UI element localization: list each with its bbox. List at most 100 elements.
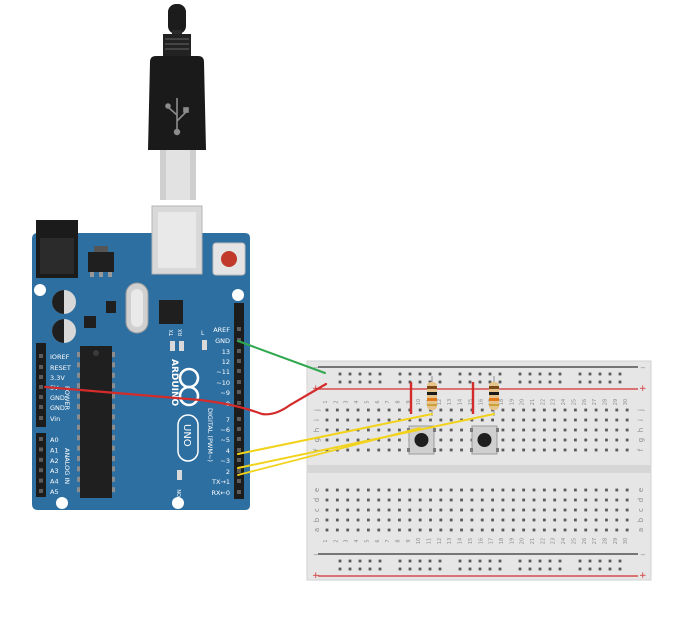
breadboard-hole[interactable]	[553, 498, 557, 502]
breadboard-hole[interactable]	[553, 508, 557, 512]
breadboard-hole[interactable]	[439, 498, 443, 502]
breadboard-hole[interactable]	[335, 408, 339, 412]
breadboard-hole[interactable]	[522, 448, 526, 452]
breadboard-hole[interactable]	[387, 508, 391, 512]
breadboard-hole[interactable]	[458, 559, 462, 563]
breadboard-hole[interactable]	[501, 498, 505, 502]
breadboard-hole[interactable]	[367, 448, 370, 452]
breadboard-hole[interactable]	[377, 438, 381, 442]
breadboard-hole[interactable]	[491, 408, 494, 412]
breadboard-hole[interactable]	[618, 380, 622, 384]
digital-pin[interactable]	[237, 338, 241, 342]
breadboard-hole[interactable]	[522, 418, 526, 422]
breadboard-hole[interactable]	[511, 408, 515, 412]
breadboard-hole[interactable]	[387, 408, 391, 412]
power-pin[interactable]	[39, 375, 43, 379]
breadboard-hole[interactable]	[615, 428, 619, 432]
breadboard-hole[interactable]	[428, 372, 432, 376]
breadboard-hole[interactable]	[460, 428, 463, 432]
breadboard-hole[interactable]	[498, 372, 502, 376]
breadboard-hole[interactable]	[501, 488, 505, 492]
breadboard-hole[interactable]	[449, 498, 453, 502]
breadboard-hole[interactable]	[439, 428, 443, 432]
breadboard-hole[interactable]	[358, 559, 362, 563]
breadboard-hole[interactable]	[584, 508, 588, 512]
breadboard-hole[interactable]	[542, 438, 546, 442]
breadboard-hole[interactable]	[488, 567, 492, 571]
breadboard-hole[interactable]	[478, 372, 482, 376]
breadboard-hole[interactable]	[528, 372, 532, 376]
breadboard-hole[interactable]	[618, 372, 622, 376]
breadboard-hole[interactable]	[458, 372, 462, 376]
breadboard-hole[interactable]	[574, 508, 577, 512]
breadboard-hole[interactable]	[338, 372, 342, 376]
breadboard-hole[interactable]	[574, 448, 577, 452]
breadboard-hole[interactable]	[548, 372, 552, 376]
breadboard-hole[interactable]	[325, 438, 329, 442]
breadboard-hole[interactable]	[528, 380, 532, 384]
breadboard-hole[interactable]	[346, 518, 350, 522]
breadboard-hole[interactable]	[584, 438, 588, 442]
breadboard-hole[interactable]	[335, 438, 339, 442]
breadboard-hole[interactable]	[470, 488, 474, 492]
breadboard-hole[interactable]	[615, 518, 619, 522]
breadboard-hole[interactable]	[460, 528, 463, 532]
breadboard-hole[interactable]	[377, 418, 381, 422]
breadboard-hole[interactable]	[346, 508, 350, 512]
breadboard-hole[interactable]	[491, 528, 494, 532]
breadboard-hole[interactable]	[598, 380, 602, 384]
breadboard-hole[interactable]	[438, 380, 442, 384]
breadboard-hole[interactable]	[605, 408, 608, 412]
breadboard-hole[interactable]	[553, 438, 557, 442]
breadboard-hole[interactable]	[563, 518, 567, 522]
breadboard-hole[interactable]	[325, 498, 329, 502]
digital-pin[interactable]	[237, 437, 241, 441]
breadboard-hole[interactable]	[398, 448, 401, 452]
breadboard-hole[interactable]	[325, 518, 329, 522]
breadboard-hole[interactable]	[346, 448, 350, 452]
breadboard-hole[interactable]	[439, 408, 443, 412]
breadboard-hole[interactable]	[522, 518, 526, 522]
breadboard-hole[interactable]	[563, 418, 567, 422]
breadboard-hole[interactable]	[449, 528, 453, 532]
breadboard-hole[interactable]	[538, 380, 542, 384]
breadboard-hole[interactable]	[501, 438, 505, 442]
breadboard-hole[interactable]	[335, 518, 339, 522]
breadboard-hole[interactable]	[429, 508, 432, 512]
breadboard-hole[interactable]	[387, 428, 391, 432]
breadboard-hole[interactable]	[398, 508, 401, 512]
breadboard-hole[interactable]	[511, 498, 515, 502]
breadboard-hole[interactable]	[325, 428, 329, 432]
breadboard-hole[interactable]	[460, 488, 463, 492]
breadboard-hole[interactable]	[438, 372, 442, 376]
breadboard-hole[interactable]	[338, 567, 342, 571]
breadboard-hole[interactable]	[605, 498, 608, 502]
breadboard-hole[interactable]	[615, 498, 619, 502]
breadboard-hole[interactable]	[408, 518, 412, 522]
breadboard-hole[interactable]	[532, 428, 536, 432]
breadboard-hole[interactable]	[470, 528, 474, 532]
breadboard-hole[interactable]	[574, 418, 577, 422]
breadboard-hole[interactable]	[615, 438, 619, 442]
breadboard-hole[interactable]	[377, 408, 381, 412]
breadboard-hole[interactable]	[377, 528, 381, 532]
breadboard-hole[interactable]	[398, 518, 401, 522]
breadboard-hole[interactable]	[522, 498, 526, 502]
breadboard-hole[interactable]	[548, 567, 552, 571]
breadboard-hole[interactable]	[480, 408, 484, 412]
breadboard-hole[interactable]	[511, 528, 515, 532]
breadboard-hole[interactable]	[346, 408, 350, 412]
breadboard-hole[interactable]	[542, 428, 546, 432]
breadboard-hole[interactable]	[618, 567, 622, 571]
breadboard-hole[interactable]	[356, 498, 360, 502]
breadboard-hole[interactable]	[532, 528, 536, 532]
breadboard-hole[interactable]	[335, 428, 339, 432]
breadboard-hole[interactable]	[480, 418, 484, 422]
breadboard-hole[interactable]	[574, 408, 577, 412]
breadboard-hole[interactable]	[553, 428, 557, 432]
breadboard-hole[interactable]	[408, 488, 412, 492]
resistor[interactable]	[427, 376, 437, 416]
breadboard-hole[interactable]	[542, 528, 546, 532]
breadboard-hole[interactable]	[625, 428, 629, 432]
breadboard-hole[interactable]	[449, 518, 453, 522]
